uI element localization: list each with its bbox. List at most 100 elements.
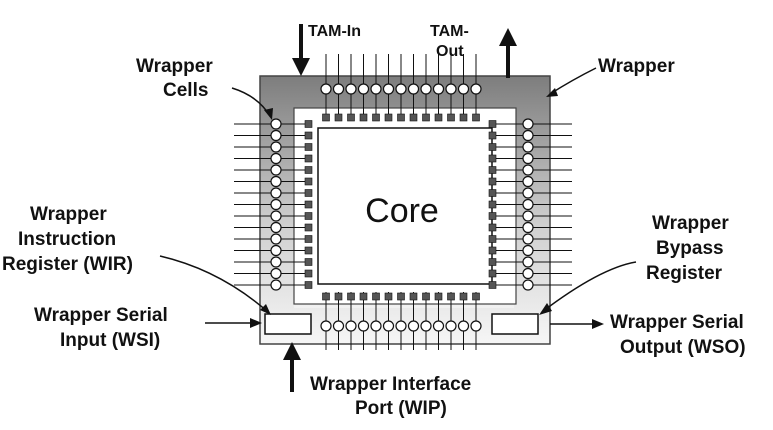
right-wrapper-cell bbox=[522, 279, 534, 291]
top-core-terminal bbox=[359, 113, 368, 122]
top-wrapper-cell bbox=[407, 83, 420, 95]
wrapper-leader-head bbox=[546, 88, 558, 97]
bottom-wrapper-cell bbox=[445, 320, 457, 332]
wso-arrow bbox=[550, 319, 604, 329]
right-core-terminal bbox=[488, 131, 497, 140]
right-wrapper-cell bbox=[522, 187, 534, 199]
left-wrapper-cells bbox=[270, 118, 282, 291]
right-core-terminal bbox=[488, 200, 497, 209]
bottom-core-terminal bbox=[384, 292, 393, 301]
wip-label-line1: Wrapper Interface bbox=[310, 374, 471, 395]
bypass-label-line2: Bypass bbox=[656, 238, 724, 259]
wsi-label-line2: Input (WSI) bbox=[60, 330, 160, 351]
left-core-terminal bbox=[304, 281, 313, 289]
left-wrapper-cell bbox=[270, 187, 282, 199]
right-core-terminal bbox=[488, 246, 497, 255]
wir-leader bbox=[159, 255, 269, 313]
left-wrapper-cell bbox=[270, 141, 282, 153]
top-core-terminal bbox=[384, 113, 393, 122]
left-wrapper-cell bbox=[270, 175, 282, 188]
left-wrapper-cell bbox=[270, 210, 282, 222]
bottom-wrapper-cell bbox=[345, 320, 357, 332]
right-core-terminal bbox=[488, 281, 497, 289]
bottom-core-terminal bbox=[322, 292, 330, 301]
bottom-wrapper-cell bbox=[420, 320, 432, 332]
left-core-terminal bbox=[304, 189, 313, 197]
bottom-core-terminal bbox=[434, 292, 443, 301]
wrapper-leader bbox=[549, 67, 597, 95]
right-core-terminal bbox=[488, 223, 497, 232]
bottom-wrapper-cell bbox=[332, 320, 345, 332]
top-wrapper-cell bbox=[382, 83, 395, 95]
bypass-label-line3: Register bbox=[646, 263, 723, 284]
right-core-terminals bbox=[488, 120, 497, 289]
left-core-terminal bbox=[304, 235, 313, 243]
left-wrapper-cell bbox=[270, 233, 282, 245]
top-wrapper-cell bbox=[370, 83, 382, 95]
wir-label-line1: Wrapper bbox=[30, 204, 107, 225]
bottom-core-terminal bbox=[372, 292, 380, 301]
top-wrapper-cell bbox=[395, 83, 407, 95]
left-core-terminal bbox=[304, 154, 313, 163]
bottom-core-terminals bbox=[322, 292, 480, 301]
right-wrapper-cell bbox=[522, 175, 534, 188]
right-core-terminal bbox=[488, 166, 497, 174]
right-wrapper-cells bbox=[522, 118, 534, 291]
top-core-terminal bbox=[472, 113, 480, 122]
right-wrapper-cell bbox=[522, 129, 534, 142]
bottom-core-terminal bbox=[422, 292, 430, 301]
wir-register-box bbox=[264, 313, 312, 335]
bottom-core-terminal bbox=[472, 292, 480, 301]
tam-out-label-line2: Out bbox=[436, 43, 464, 60]
bottom-core-terminal bbox=[359, 292, 368, 301]
left-core-terminal bbox=[304, 200, 313, 209]
wsi-label-line1: Wrapper Serial bbox=[34, 305, 168, 326]
top-core-terminal bbox=[372, 113, 380, 122]
right-core-terminal bbox=[488, 189, 497, 197]
top-wrapper-cell bbox=[445, 83, 457, 95]
top-core-terminal bbox=[422, 113, 430, 122]
right-wrapper-cell bbox=[522, 210, 534, 222]
right-wrapper-cell bbox=[522, 164, 534, 176]
left-wrapper-cell bbox=[270, 129, 282, 142]
bottom-wrapper-cell bbox=[395, 320, 407, 332]
left-core-terminal bbox=[304, 246, 313, 255]
top-core-terminal bbox=[334, 113, 343, 122]
top-core-terminal bbox=[397, 113, 405, 122]
left-core-terminal bbox=[304, 258, 313, 266]
core-block: Core bbox=[293, 107, 517, 305]
left-core-terminal bbox=[304, 223, 313, 232]
bypass-label-line1: Wrapper bbox=[652, 213, 729, 234]
top-core-terminal bbox=[322, 113, 330, 122]
top-wrapper-cell bbox=[357, 83, 370, 95]
core-label: Core bbox=[365, 192, 439, 230]
top-wrapper-cell bbox=[470, 83, 482, 95]
bottom-wrapper-cell bbox=[470, 320, 482, 332]
bottom-wrapper-cell bbox=[457, 320, 470, 332]
wso-label-line1: Wrapper Serial bbox=[610, 312, 744, 333]
bottom-core-terminal bbox=[347, 292, 355, 301]
bottom-core-terminal bbox=[459, 292, 468, 301]
tam-in-label: TAM-In bbox=[308, 23, 361, 40]
left-core-terminal bbox=[304, 120, 313, 128]
right-wrapper-cell bbox=[522, 233, 534, 245]
bypass-leader-head bbox=[539, 303, 552, 315]
right-wrapper-cell bbox=[522, 256, 534, 268]
top-core-terminal bbox=[409, 113, 418, 122]
top-wrapper-cells bbox=[320, 83, 482, 95]
left-wrapper-cell bbox=[270, 198, 282, 211]
top-wrapper-cell bbox=[332, 83, 345, 95]
tam-in-arrow bbox=[292, 24, 310, 76]
bottom-core-terminal bbox=[447, 292, 455, 301]
wrapper-label: Wrapper bbox=[598, 56, 675, 77]
left-core-terminals bbox=[304, 120, 313, 289]
core-inner-rect bbox=[317, 127, 493, 285]
right-wrapper-cell bbox=[522, 221, 534, 234]
right-core-terminal bbox=[488, 143, 497, 151]
left-wrapper-cell bbox=[270, 267, 282, 280]
left-wrapper-cell bbox=[270, 279, 282, 291]
wir-leader-head bbox=[260, 304, 271, 315]
bottom-wrapper-cell bbox=[357, 320, 370, 332]
bottom-core-terminal bbox=[334, 292, 343, 301]
